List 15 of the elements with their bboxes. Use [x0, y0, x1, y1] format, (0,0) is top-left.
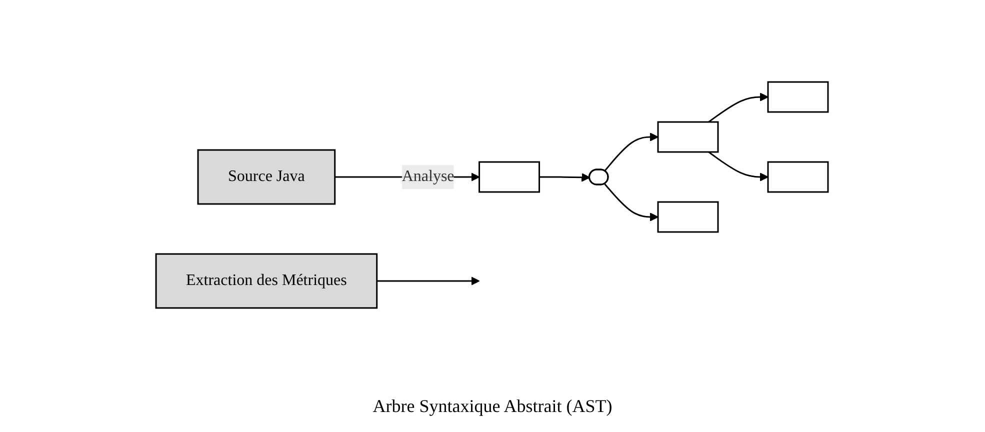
node-box [768, 161, 830, 193]
node-box: Extraction des Métriques [156, 253, 378, 309]
arrow [604, 184, 659, 222]
node-box [658, 201, 720, 233]
arrow [540, 172, 591, 182]
arrow [708, 92, 769, 123]
arrow [377, 276, 480, 286]
arrow [708, 151, 769, 182]
node-box [479, 161, 540, 193]
edge-label: Analyse [402, 168, 455, 185]
caption-text: Arbre Syntaxique Abstrait (AST) [372, 396, 612, 416]
node-box: Source Java [198, 149, 336, 205]
arrow [604, 132, 659, 172]
node-box [658, 121, 720, 153]
node-box [768, 81, 830, 113]
